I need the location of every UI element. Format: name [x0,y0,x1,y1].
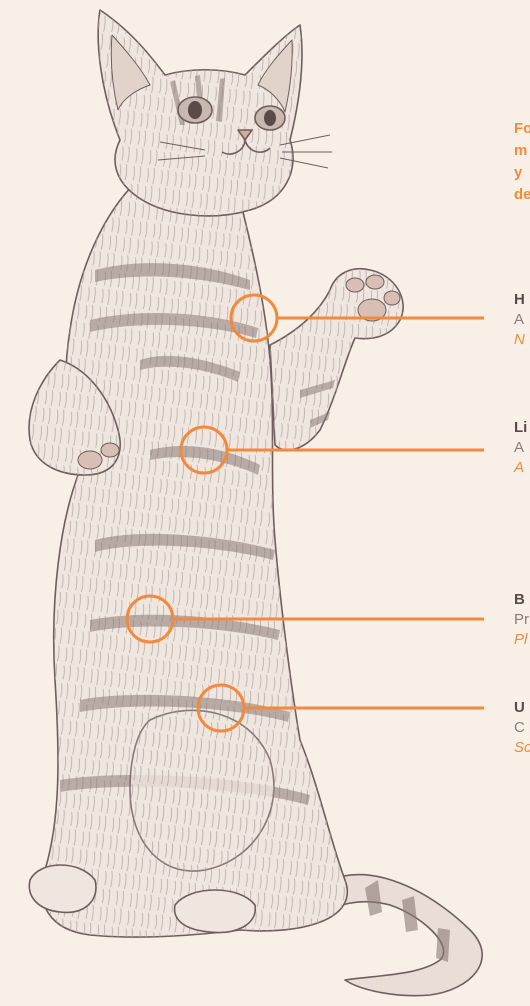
cat-drawing [29,10,482,996]
callout-description: A [514,310,530,330]
callout-scientific-name: Pl [514,630,530,650]
callout-title: H [514,290,530,310]
callout-title: B [514,590,530,610]
callout-description: Pr [514,610,530,630]
intro-line: y [514,162,530,184]
callout-description: A [514,438,530,458]
intro-line: Fo [514,118,530,140]
intro-line: de [514,184,530,206]
callout-scientific-name: A [514,458,530,478]
callout-1: H A N [514,290,530,350]
callout-title: Li [514,418,530,438]
intro-line: m [514,140,530,162]
intro-text: Fo m y de [514,118,530,206]
callout-description: C [514,718,530,738]
callout-3: B Pr Pl [514,590,530,650]
callout-scientific-name: N [514,330,530,350]
callout-2: Li A A [514,418,530,478]
callout-scientific-name: Sc [514,738,530,758]
callout-title: U [514,698,530,718]
callout-4: U C Sc [514,698,530,758]
